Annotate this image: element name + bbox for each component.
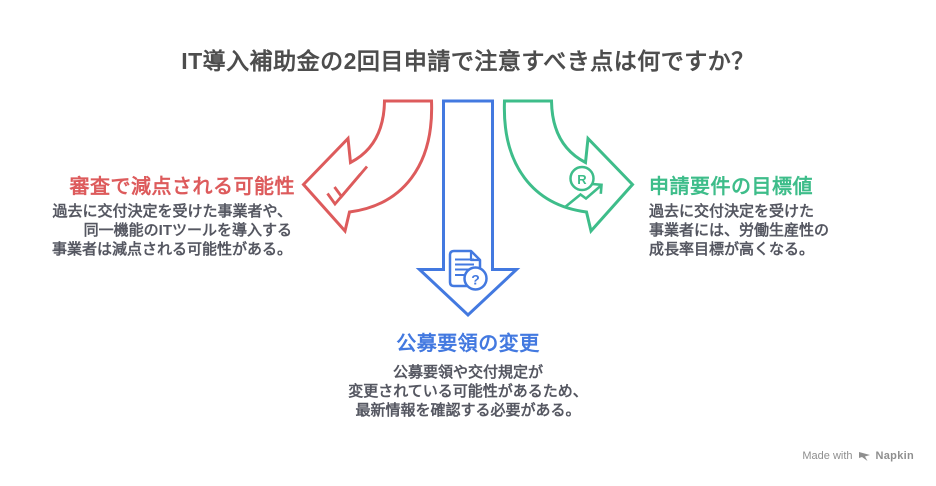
section-bottom-heading: 公募要領の変更 <box>396 333 540 355</box>
body-line: 最新情報を確認する必要がある。 <box>355 402 581 419</box>
rate-glyph: R <box>577 172 587 187</box>
body-line: 変更されている可能性があるため、 <box>348 383 588 400</box>
body-line: 過去に交付決定を受けた <box>649 203 815 220</box>
body-line: 公募要領や交付規定が <box>392 364 543 381</box>
section-bottom-body: 公募要領や交付規定が 変更されている可能性があるため、 最新情報を確認する必要が… <box>0 363 936 420</box>
made-with-label: Made with <box>802 449 853 462</box>
section-right-heading: 申請要件の目標値 <box>649 176 813 198</box>
section-left-body: 過去に交付決定を受けた事業者や、 同一機能のITツールを導入する 事業者は減点さ… <box>16 202 292 259</box>
arrow-right-outline <box>502 99 635 235</box>
check-mark-2 <box>333 165 369 199</box>
rate-circle <box>569 165 595 192</box>
arrow-down-outline <box>415 99 521 318</box>
made-with-napkin-attribution[interactable]: Made with Napkin <box>802 449 914 462</box>
body-line: 同一機能のITツールを導入する <box>83 222 292 239</box>
document-question-icon: ? <box>448 249 488 291</box>
body-line: 事業者は減点される可能性がある。 <box>51 241 292 258</box>
section-right-body: 過去に交付決定を受けた 事業者には、労働生産性の 成長率目標が高くなる。 <box>649 202 919 259</box>
arrow-left-outline <box>301 99 434 235</box>
document-text-lines <box>455 258 474 276</box>
arrow-right-curved: R <box>502 99 635 235</box>
question-circle <box>463 266 488 291</box>
body-line: 事業者には、労働生産性の <box>649 222 830 239</box>
body-line: 過去に交付決定を受けた事業者や、 <box>52 203 292 220</box>
arrow-down-straight: ? <box>415 99 521 318</box>
body-line: 成長率目標が高くなる。 <box>649 241 815 258</box>
arrow-left-curved <box>301 99 434 235</box>
double-check-icon <box>326 165 369 207</box>
rate-trend-icon: R <box>563 165 603 209</box>
page-title: IT導入補助金の2回目申請で注意すべき点は何ですか？ <box>181 48 755 74</box>
trend-line <box>563 185 602 209</box>
question-glyph: ? <box>471 272 480 288</box>
section-left-heading: 審査で減点される可能性 <box>69 176 295 198</box>
napkin-brand-label: Napkin <box>875 449 914 462</box>
napkin-logo-icon <box>858 452 870 461</box>
trend-arrowhead <box>592 182 603 194</box>
